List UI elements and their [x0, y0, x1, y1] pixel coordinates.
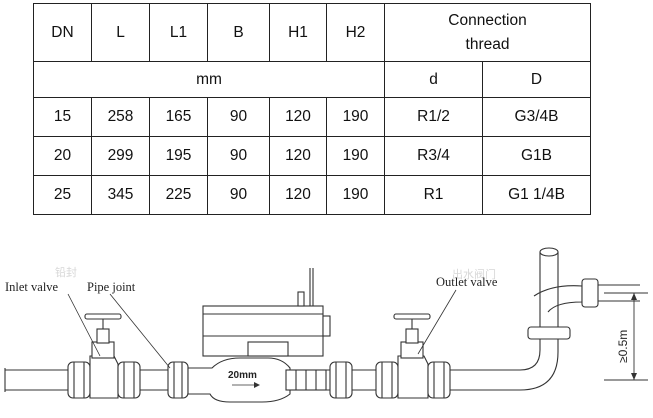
pipe-joint-leader: [109, 293, 171, 369]
cell-b: 90: [207, 136, 270, 176]
header-l1: L1: [149, 3, 208, 62]
cell-d: R3/4: [384, 136, 483, 176]
sub-header-D: D: [482, 61, 591, 98]
cell-l1: 225: [149, 175, 208, 215]
pipe-joint-label: Pipe joint: [87, 280, 136, 294]
header-row: DN L L1 B H1 H2 Connection thread: [33, 3, 591, 62]
cell-d: R1: [384, 175, 483, 215]
header-dn: DN: [33, 3, 92, 62]
unit-mm: mm: [33, 61, 385, 98]
cell-h2: 190: [326, 175, 385, 215]
cell-h1: 120: [269, 136, 327, 176]
cell-l1: 195: [149, 136, 208, 176]
cell-D: G1 1/4B: [482, 175, 591, 215]
cell-dn: 25: [33, 175, 92, 215]
inlet-valve: [67, 313, 141, 399]
outlet-valve-label: Outlet valve: [436, 275, 498, 289]
unit-row: mm d D: [33, 61, 591, 98]
cell-l1: 165: [149, 97, 208, 137]
cell-D: G1B: [482, 136, 591, 176]
inlet-valve-label: Inlet valve: [5, 280, 59, 294]
height-note: ≥0.5m: [616, 330, 630, 363]
riser-pipe: [519, 247, 640, 391]
cell-d: R1/2: [384, 97, 483, 137]
header-connection-thread: Connection thread: [384, 3, 591, 62]
header-h1: H1: [269, 3, 327, 62]
water-meter: 20mm: [187, 268, 331, 403]
cell-l: 258: [91, 97, 150, 137]
header-h2: H2: [326, 3, 385, 62]
cell-h2: 190: [326, 97, 385, 137]
cell-b: 90: [207, 175, 270, 215]
cell-h1: 120: [269, 97, 327, 137]
cell-l: 345: [91, 175, 150, 215]
cell-h2: 190: [326, 136, 385, 176]
header-l: L: [91, 3, 150, 62]
outlet-valve: [375, 313, 451, 399]
ghost-text-right: 出水阀门: [452, 267, 496, 281]
table-row: 25 345 225 90 120 190 R1 G1 1/4B: [33, 175, 591, 215]
table-row: 15 258 165 90 120 190 R1/2 G3/4B: [33, 97, 591, 137]
cell-dn: 20: [33, 136, 92, 176]
cell-D: G3/4B: [482, 97, 591, 137]
outlet-joint: [329, 361, 353, 399]
inlet-valve-leader: [67, 293, 101, 357]
ghost-text-left: 铅封: [55, 265, 77, 279]
pipe-joint: [167, 361, 189, 399]
height-dimension: ≥0.5m: [604, 292, 648, 381]
cell-dn: 15: [33, 97, 92, 137]
outlet-valve-leader: [417, 289, 457, 355]
sub-header-d: d: [384, 61, 483, 98]
cell-h1: 120: [269, 175, 327, 215]
meter-size-label: 20mm: [228, 370, 257, 381]
table-row: 20 299 195 90 120 190 R3/4 G1B: [33, 136, 591, 176]
header-connection-line2: thread: [465, 35, 510, 53]
cell-l: 299: [91, 136, 150, 176]
cell-b: 90: [207, 97, 270, 137]
installation-diagram: 铅封 出水阀门 20mm: [4, 247, 648, 403]
specification-table: DN L L1 B H1 H2 Connection thread mm d D…: [33, 3, 591, 215]
header-connection-line1: Connection: [448, 11, 527, 29]
header-b: B: [207, 3, 270, 62]
